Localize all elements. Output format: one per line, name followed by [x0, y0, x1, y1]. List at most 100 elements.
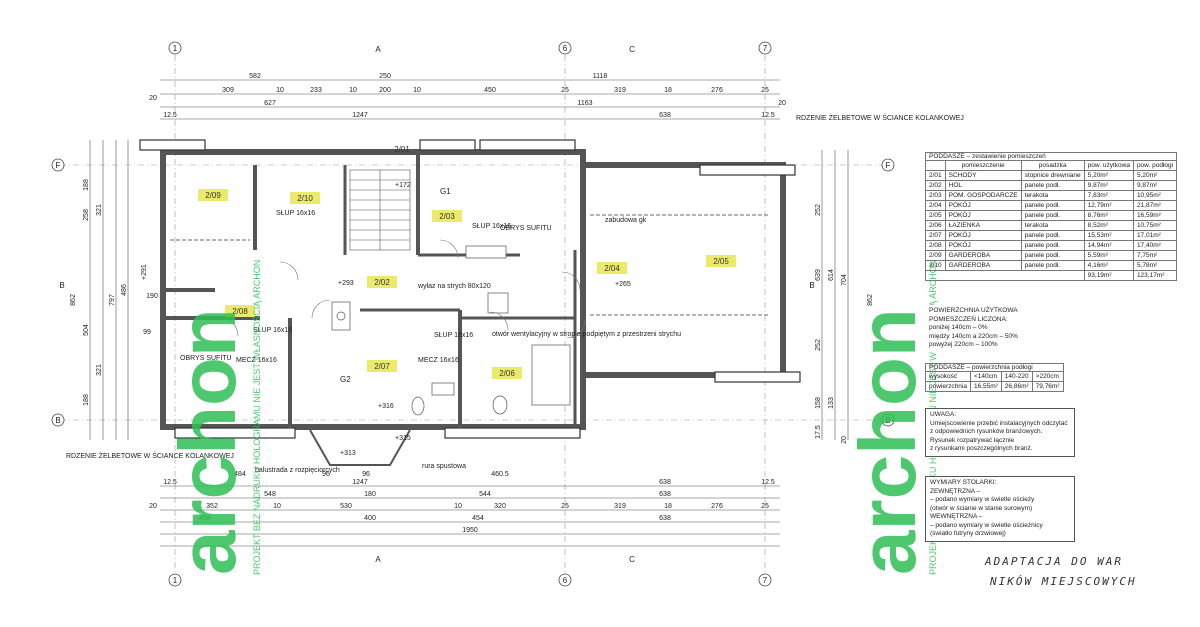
level-label: +265: [615, 281, 631, 288]
uwaga-line: z odpowiednich rysunków branżowych.: [930, 428, 1043, 435]
axis-label: 7: [763, 44, 768, 53]
axis-f-right-bubble: [881, 158, 895, 172]
usable-area-line: powyżej 220cm – 100%: [929, 341, 998, 348]
stolarka-line: (otwór w ścianie w stanie surowym): [930, 504, 1033, 512]
dim-label: 10: [413, 87, 421, 94]
room-tag-2-09: 2/09: [205, 191, 221, 200]
slup-label: SŁUP 16x16: [472, 223, 511, 230]
table-cell: 7,83m²: [1083, 190, 1134, 201]
column-header: [925, 160, 946, 171]
room-tags: [198, 189, 736, 379]
dim-label: 309: [222, 87, 234, 94]
axis-label: 1: [173, 44, 178, 53]
column-header: pow. użytkowa: [1083, 160, 1134, 171]
dim-label: 10: [454, 503, 462, 510]
schedule-table: pomieszczenie posadzka pow. użytkowa pow…: [925, 160, 1178, 281]
axis-label: 6: [563, 44, 568, 53]
handwritten-note-line-2: NIKÓW MIEJSCOWYCH: [990, 575, 1137, 588]
watermark-brand-left: archon: [163, 308, 252, 575]
dim-label: 704: [841, 274, 848, 286]
table-cell: 15,53m²: [1083, 230, 1134, 241]
fixtures: [331, 245, 571, 416]
rdzenie-right-label: RDZENIE ŻELBETOWE W ŚCIANCE KOLANKOWEJ: [796, 113, 964, 122]
dim-label: 639: [815, 269, 822, 281]
table-cell: 2/02: [925, 180, 946, 191]
dim-label: 544: [479, 491, 491, 498]
room-tag-2-02: 2/02: [374, 278, 390, 287]
axis-1-bottom-bubble: [168, 573, 182, 587]
dim-label: 25: [761, 87, 769, 94]
table-cell: 2/09: [925, 250, 946, 261]
stolarka-line: – podano wymiary w świetle ościeżnicy: [930, 521, 1043, 529]
table-cell: 5,20m²: [1132, 170, 1178, 181]
axis-7-top-bubble: [758, 41, 772, 55]
floor-area-title: PODDASZE – powierzchnia podłogi: [925, 363, 1064, 371]
room-tag-2-10: 2/10: [297, 194, 313, 203]
table-cell: 8,76m²: [1083, 210, 1134, 221]
table-cell: 17,40m²: [1132, 240, 1178, 251]
dim-label: 276: [711, 87, 723, 94]
dim-label: 460.5: [491, 471, 509, 478]
watermark-brand-right: archon: [843, 308, 932, 575]
axis-6-bottom-bubble: [558, 573, 572, 587]
table-cell: panele podł.: [1020, 260, 1085, 271]
table-cell: 26,86m²: [1000, 381, 1033, 392]
table-cell: 2/01: [925, 170, 946, 181]
dim-label: 486: [121, 284, 128, 296]
slup-label: SŁUP 16x16: [276, 210, 315, 217]
table-cell: 2/07: [925, 230, 946, 241]
dim-label: 321: [96, 204, 103, 216]
room-tag-2-03: 2/03: [439, 212, 455, 221]
dim-label: 12.5: [761, 112, 775, 119]
table-cell: panele podł.: [1020, 230, 1085, 241]
dim-label: 638: [659, 515, 671, 522]
column-header: posadzka: [1020, 160, 1085, 171]
dim-label: 258: [83, 209, 90, 221]
dim-label: 12.5: [163, 112, 177, 119]
dim-label: 458: [199, 515, 211, 522]
uwaga-line: Rysunek rozpatrywać łącznie: [930, 436, 1015, 444]
dim-label: 484: [234, 471, 246, 478]
table-cell: 2/05: [925, 210, 946, 221]
table-cell: 140-220: [1000, 371, 1033, 382]
axis-label: 1: [173, 576, 178, 585]
stolarka-line: – podano wymiary w świetle ościeży: [930, 496, 1035, 503]
table-cell: panele podł.: [1020, 210, 1085, 221]
dim-label: 12.5: [163, 479, 177, 486]
rura-spustowa-label: rura spustowa: [422, 463, 466, 470]
g1-label: G1: [440, 187, 451, 196]
table-cell: wysokość: [925, 371, 971, 382]
table-cell: 8,52m²: [1083, 220, 1134, 231]
table-cell: 12,79m²: [1083, 200, 1134, 211]
dim-label: 582: [249, 73, 261, 80]
level-label: +315: [395, 435, 411, 442]
dim-label: 862: [867, 294, 874, 306]
stolarka-line: ZEWNĘTRZNA –: [930, 487, 981, 495]
dim-label: 25: [761, 503, 769, 510]
dim-label: 233: [310, 87, 322, 94]
schedule-title: PODDASZE – zestawienie pomieszczeń: [925, 152, 1178, 160]
table-cell: 21,87m²: [1132, 200, 1178, 211]
table-cell: 2/03: [925, 190, 946, 201]
table-cell: POM. GOSPODARCZE: [944, 190, 1022, 201]
dim-label: 96: [322, 471, 330, 478]
total-usable: 93,19m²: [1083, 270, 1134, 281]
uwaga-title: UWAGA:: [930, 411, 957, 418]
watermark-note-left: PROJEKT BEZ NADRUKU HOLOGRAMU NIE JEST W…: [251, 260, 262, 575]
dim-label: 1163: [577, 100, 592, 107]
table-cell: POKÓJ: [944, 210, 1022, 221]
dim-label: 319: [614, 503, 626, 510]
dim-label: 454: [472, 515, 484, 522]
table-cell: 79,76m²: [1031, 381, 1064, 392]
mecz-label: MECZ 16x16: [236, 357, 277, 364]
dim-label: 862: [70, 294, 77, 306]
table-cell: 2/06: [925, 220, 946, 231]
table-cell: panele podł.: [1020, 240, 1085, 251]
table-cell: 5,59m²: [1083, 250, 1134, 261]
table-cell: stopnice drewniane: [1020, 170, 1085, 181]
dim-label: 20: [149, 503, 157, 510]
wylaz-label: wyłaz na strych 80x120: [417, 283, 491, 290]
dim-label: 99: [143, 329, 151, 336]
